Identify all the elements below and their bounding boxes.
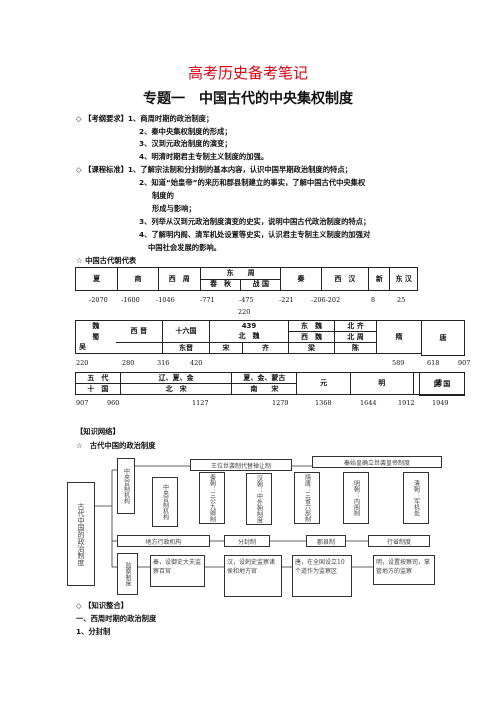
dynasty-cell: 南 宋 bbox=[231, 383, 298, 395]
dynasty-cell: 吴 bbox=[75, 342, 116, 354]
minguo-cell: 民 国 bbox=[419, 372, 465, 396]
dynasty-cell: 西 汉 bbox=[320, 267, 370, 291]
year-label: -221 bbox=[279, 296, 294, 304]
central-officials-node: 中央官制机构 bbox=[117, 458, 135, 514]
dynasty-cell: 陈 bbox=[334, 342, 377, 354]
year-label: 1912 bbox=[398, 399, 415, 407]
year-label: -771 bbox=[200, 296, 215, 304]
dynasty-cell: 新 bbox=[368, 267, 391, 291]
central-sub-node: 中央官制机构 bbox=[152, 477, 178, 527]
year-label: 1127 bbox=[192, 399, 209, 407]
diagram-root: 古代中国的政治制度 bbox=[67, 482, 95, 586]
dynasty-cell: 北 宋 bbox=[119, 383, 233, 395]
year-label: 907 bbox=[458, 359, 471, 367]
emperor-system-node: 秦始皇确立世袭皇帝制度 bbox=[312, 456, 442, 468]
year-label: 8 bbox=[371, 296, 376, 304]
succession-node: 王位世袭制代替禅让制 bbox=[190, 459, 292, 471]
standard-item: 形成与影响； bbox=[152, 204, 196, 213]
dynasty-cell: 夏 bbox=[74, 267, 119, 291]
year-label: 907 bbox=[76, 399, 89, 407]
central-sub-node: 汉朝：中外朝制度 bbox=[246, 473, 272, 525]
year-label: 220 bbox=[238, 308, 251, 316]
integration-heading: ◇ 【知识整合】 bbox=[76, 601, 128, 610]
year-label: 589 bbox=[392, 359, 405, 367]
dynasty-cell: 魏 bbox=[75, 320, 116, 332]
document-title: 高考历史备考笔记 bbox=[187, 64, 308, 82]
year-label: 1949 bbox=[432, 399, 449, 407]
dynasty-cell: 蜀 bbox=[75, 331, 116, 343]
knowledge-network-subheading: ☆ 古代中国的政治制度 bbox=[76, 441, 156, 450]
subsection-heading: 1、分封制 bbox=[76, 627, 111, 636]
standard-item: 3、列举从汉到元政治制度演变的史实，说明中国古代政治制度的特点； bbox=[139, 217, 371, 226]
central-sub-node: 秦朝：三公九卿制 bbox=[199, 472, 225, 524]
requirement-item: 4、明清时期君主专制主义制度的加强。 bbox=[139, 152, 269, 161]
year-label: 25 bbox=[397, 296, 406, 304]
dynasty-table-medieval: 魏 西 晋 十六国 439 东 魏 北 齐 隋 蜀 北 魏 西 魏 北 周 吴 … bbox=[75, 320, 422, 354]
requirement-item: 2、秦中央集权制度的形成； bbox=[139, 127, 232, 136]
dynasty-cell: 春 秋 bbox=[199, 278, 242, 291]
standard-item: 4、了解明内阁、清军机处设置等史实，认识君主专制主义制度的加强对 bbox=[139, 230, 371, 239]
year-label: 316 bbox=[157, 359, 170, 367]
year-label: 1279 bbox=[272, 399, 289, 407]
knowledge-network-heading: 【知识网络】 bbox=[76, 427, 120, 436]
year-label: 280 bbox=[122, 359, 135, 367]
dynasty-cell: 民 国 bbox=[419, 372, 465, 396]
supervision-node: 监察制度 bbox=[117, 553, 138, 595]
dynasty-cell: 秦 bbox=[280, 267, 322, 291]
year-label: 618 bbox=[427, 359, 440, 367]
local-admin-node: 地方行政机构 bbox=[117, 535, 210, 547]
junxian-node: 郡县制 bbox=[306, 535, 346, 547]
standard-item: 中国社会发展的影响。 bbox=[148, 243, 221, 252]
supervision-detail: 汉，设刺史监察诸侯和地方官 bbox=[224, 555, 282, 597]
central-sub-node: 隋唐：三省六部制 bbox=[294, 472, 320, 524]
year-label: -1046 bbox=[156, 296, 175, 304]
central-sub-node: 明朝：内阁制 bbox=[343, 472, 369, 524]
standard-item: 制度的 bbox=[152, 191, 174, 200]
tang-cell: 唐 bbox=[421, 320, 465, 356]
year-label: -206-202 bbox=[311, 296, 341, 304]
chapter-title: 专题一 中国古代的中央集权制度 bbox=[143, 91, 353, 107]
supervision-detail: 明，设置按察司，掌管地方的监察 bbox=[373, 555, 435, 585]
dynasty-cell: 唐 bbox=[421, 320, 465, 356]
xingsheng-node: 行省制度 bbox=[368, 535, 430, 547]
section-heading: 一、西周时期的政治制度 bbox=[76, 614, 157, 623]
dynasty-table-ancient: 夏 商 西 周 东 周 秦 西 汉 新 东 汉 春 秋 战 国 bbox=[74, 267, 418, 291]
fenfeng-node: 分封制 bbox=[224, 535, 270, 547]
year-label: 420 bbox=[190, 359, 203, 367]
year-label: -1600 bbox=[121, 296, 140, 304]
dynasty-cell: 隋 bbox=[376, 320, 422, 354]
dynasty-cell: 西 周 bbox=[157, 267, 201, 291]
curriculum-standard-heading: ◇ 【课程标准】1、了解宗法制和分封制的基本内容，认识中国早期政治制度的特点； bbox=[76, 165, 352, 174]
year-label: 960 bbox=[107, 399, 120, 407]
year-label: 1368 bbox=[315, 399, 332, 407]
supervision-detail: 唐，在全国设立10个道作为监察区 bbox=[292, 555, 352, 597]
year-label: -2070 bbox=[89, 296, 108, 304]
supervision-detail: 秦，设御史大夫监察百官 bbox=[150, 555, 205, 587]
dynasty-cell: 十 国 bbox=[75, 383, 121, 395]
standard-item: 2、知道“始皇帝”的来历和郡县制建立的事实，了解中国古代中央集权 bbox=[139, 178, 366, 187]
dynasty-cell: 东 汉 bbox=[389, 267, 418, 291]
year-label: 220 bbox=[76, 359, 89, 367]
year-label: -475 bbox=[239, 296, 254, 304]
dynasty-cell: 战 国 bbox=[240, 278, 282, 291]
central-sub-node: 清朝：军机处 bbox=[403, 472, 429, 524]
dynasty-table-heading: ☆ 中国古代朝代表 bbox=[76, 256, 137, 265]
year-label: 1644 bbox=[360, 399, 377, 407]
exam-requirements-heading: ◇ 【考纲要求】1、商周时期的政治制度； bbox=[76, 114, 214, 123]
requirement-item: 3、汉到元政治制度的演变； bbox=[139, 139, 232, 148]
